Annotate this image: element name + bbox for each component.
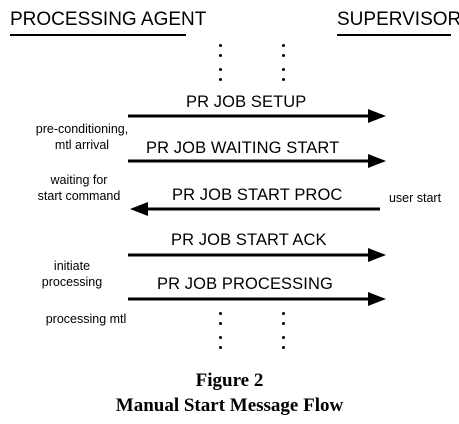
top-continuation-dots-left bbox=[219, 44, 223, 81]
note-initiate-processing: initiate processing bbox=[41, 259, 103, 289]
figure-title: Manual Start Message Flow bbox=[115, 395, 344, 416]
note-user-start: user start bbox=[388, 191, 442, 205]
note-waiting-for-start: waiting for start command bbox=[37, 173, 121, 203]
top-continuation-dots-right bbox=[282, 44, 286, 81]
bottom-continuation-dots-left bbox=[219, 312, 223, 349]
message-label-pr-job-waiting-start: PR JOB WAITING START bbox=[146, 139, 340, 157]
message-label-pr-job-start-ack: PR JOB START ACK bbox=[171, 231, 327, 249]
message-label-pr-job-setup: PR JOB SETUP bbox=[186, 93, 307, 111]
bottom-continuation-dots-right bbox=[282, 312, 286, 349]
message-label-pr-job-start-proc: PR JOB START PROC bbox=[172, 186, 343, 204]
supervisor-header: SUPERVISOR bbox=[337, 9, 459, 30]
processing-agent-header: PROCESSING AGENT bbox=[10, 9, 207, 30]
processing-agent-underline bbox=[10, 34, 186, 36]
figure-number: Figure 2 bbox=[195, 370, 264, 391]
supervisor-underline bbox=[337, 34, 451, 36]
message-label-pr-job-processing: PR JOB PROCESSING bbox=[157, 275, 333, 293]
note-pre-conditioning: pre-conditioning, mtl arrival bbox=[35, 122, 129, 152]
note-processing-mtl: processing mtl bbox=[45, 312, 127, 326]
